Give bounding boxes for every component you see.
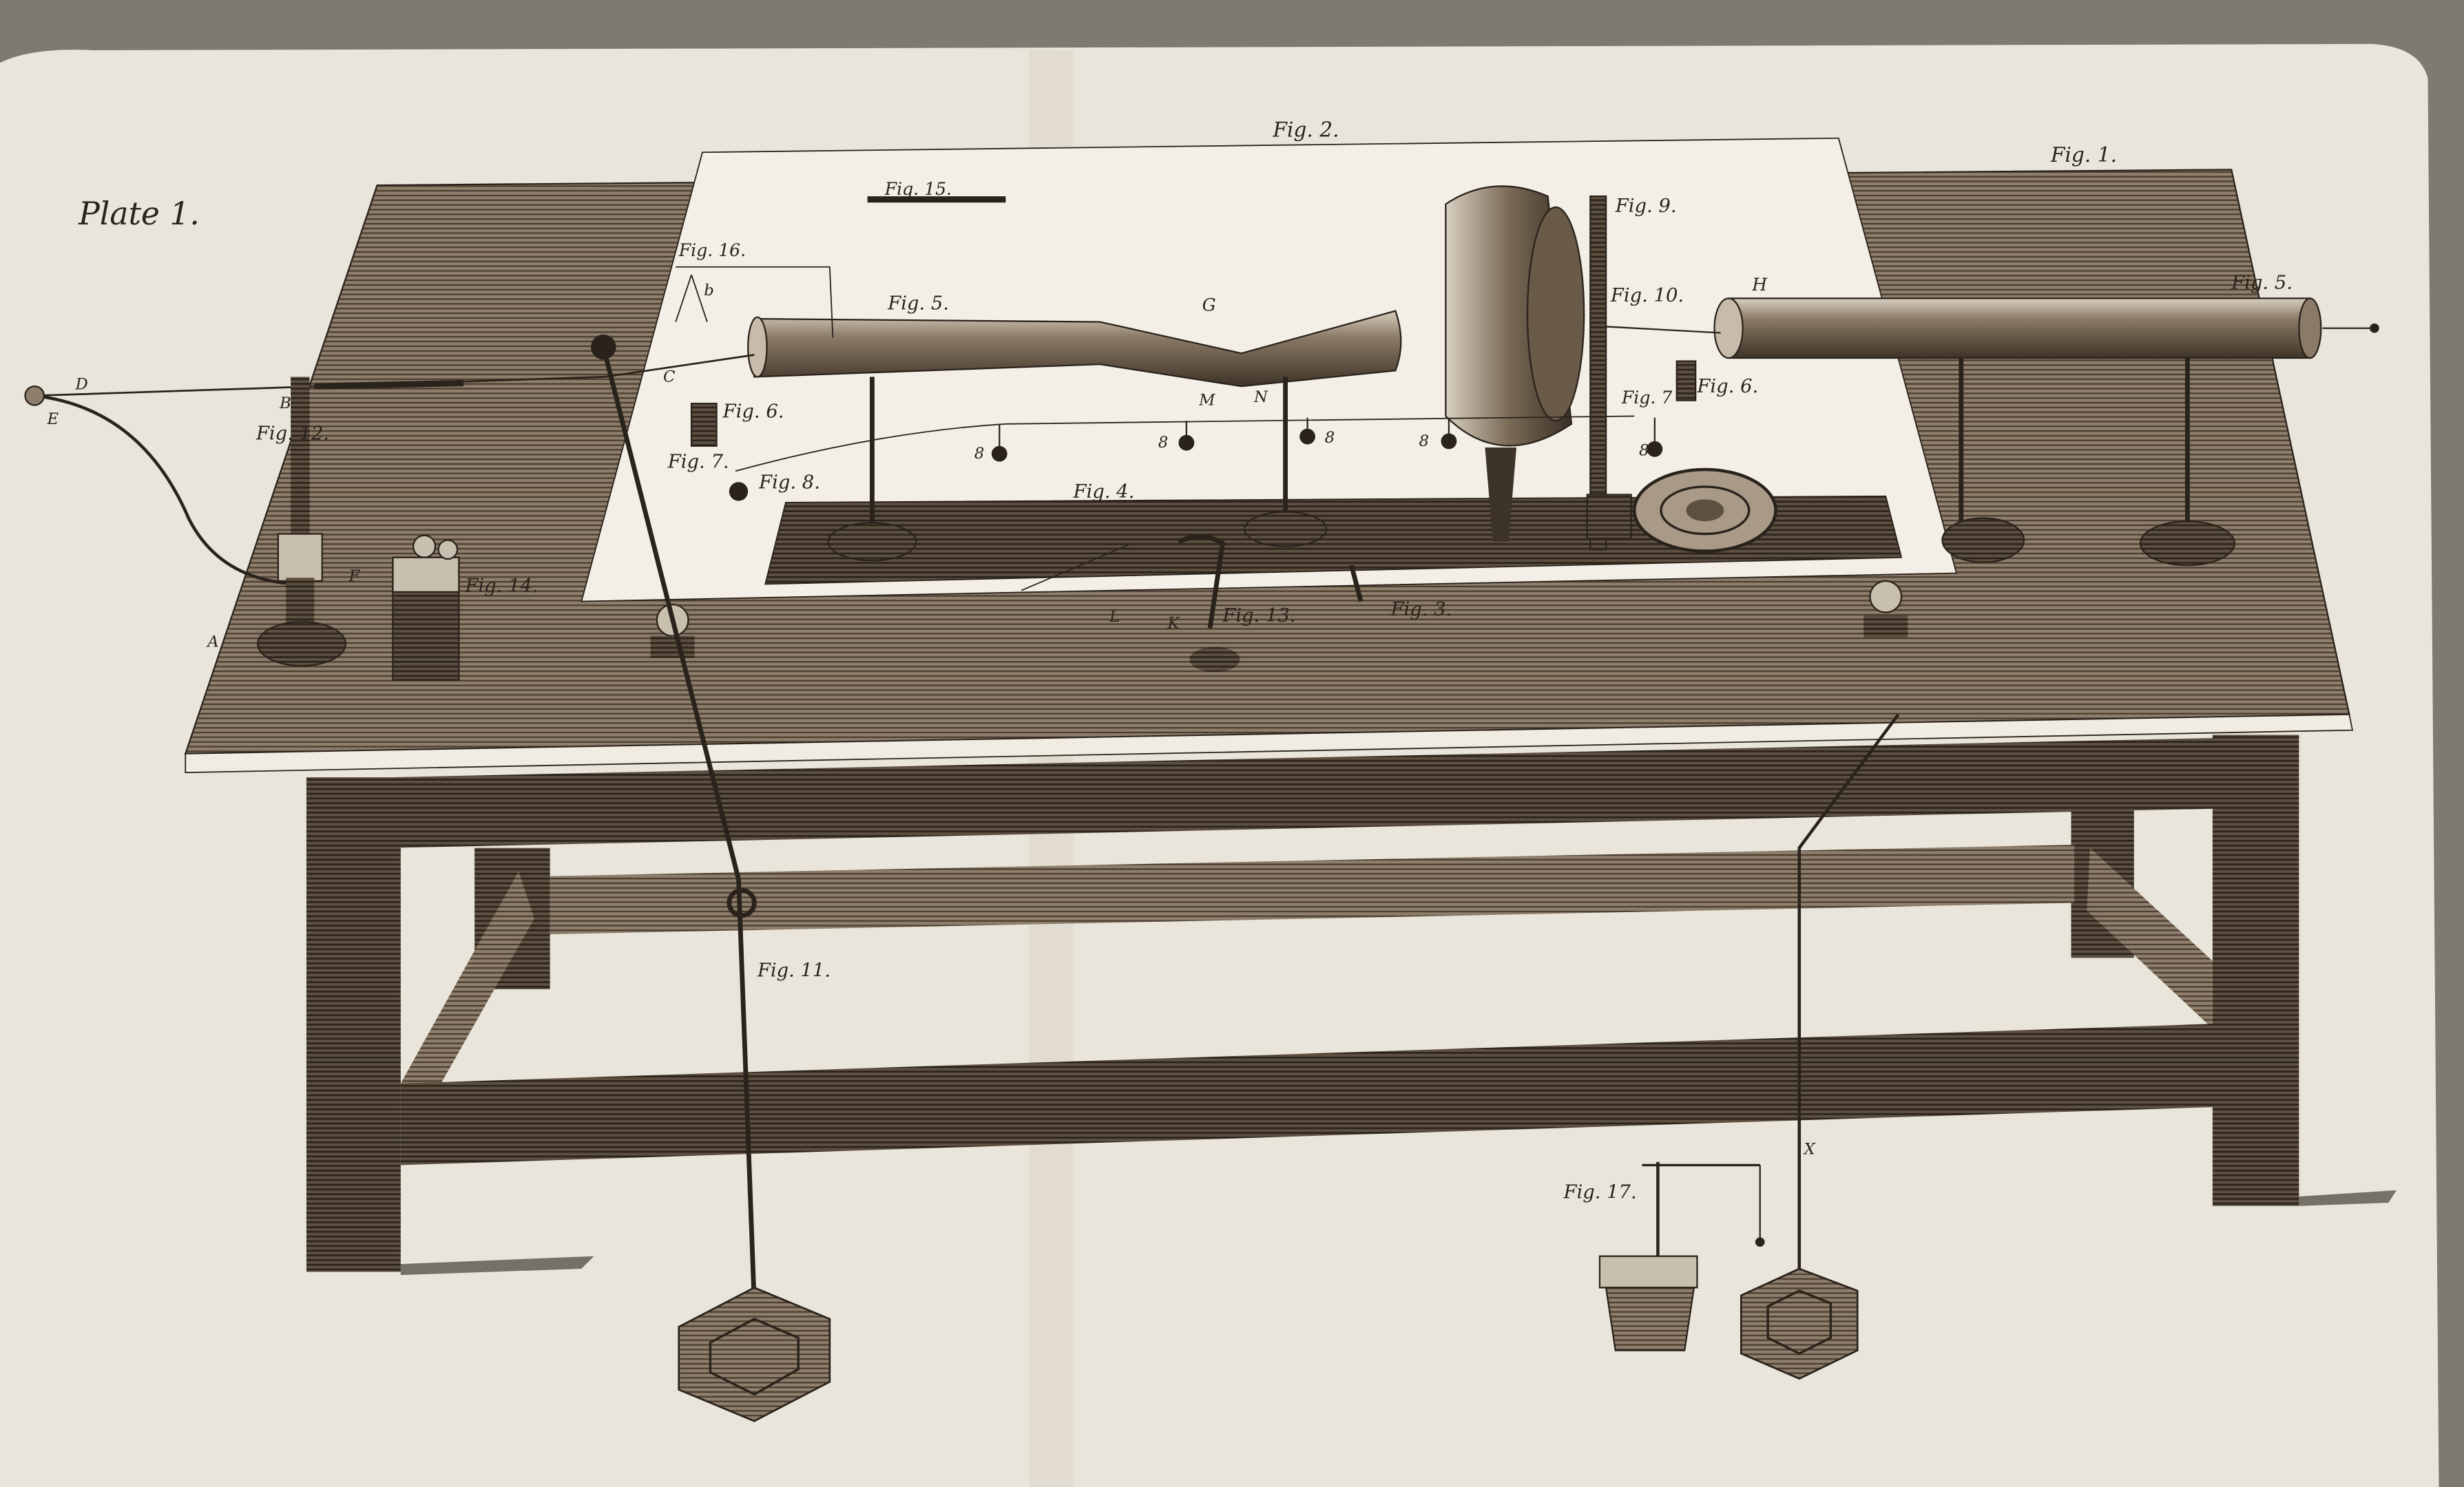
letter-b-lower: b <box>704 282 714 299</box>
letter-b-upper: B <box>279 394 291 412</box>
prime-conductor-left <box>753 310 1402 388</box>
letter-m: M <box>1198 391 1215 409</box>
letter-e: E <box>46 410 59 428</box>
table-stretcher-back <box>550 845 2075 935</box>
letter-f: F <box>348 567 361 585</box>
hexagon-base-right <box>1740 1267 1859 1380</box>
weight-label-1: 8 <box>974 445 985 463</box>
letter-g: G <box>1202 295 1216 315</box>
table-stretcher-left <box>400 871 534 1099</box>
fig6-left-label: Fig. 6. <box>722 401 784 423</box>
fig4-label: Fig. 4. <box>1073 481 1135 503</box>
fig7-left-label: Fig. 7. <box>667 452 729 473</box>
table-shadow-right <box>2299 1190 2397 1206</box>
table-leg-front-left <box>306 777 401 1272</box>
fig1-label: Fig. 1. <box>2050 143 2117 167</box>
fig13-label: Fig. 13. <box>1222 605 1295 626</box>
plate-title: Plate 1. <box>78 196 200 232</box>
letter-a: A <box>206 633 218 651</box>
prime-conductor-right <box>1727 297 2311 359</box>
letter-x: X <box>1803 1140 1816 1158</box>
letter-l: L <box>1109 608 1120 626</box>
fig17-label: Fig. 17. <box>1563 1181 1636 1203</box>
table-apron <box>393 738 2216 848</box>
fig12-label: Fig. 12. <box>255 423 329 445</box>
fig5-right-label: Fig. 5. <box>2231 273 2293 294</box>
fig16-label: Fig. 16. <box>678 240 746 260</box>
fig6-right-label: Fig. 6. <box>1696 376 1758 397</box>
weight-label-3: 8 <box>1325 429 1335 447</box>
table-stretcher-front <box>400 1024 2216 1166</box>
weight-label-4: 8 <box>1419 432 1430 450</box>
fig10-label: Fig. 10. <box>1610 285 1684 306</box>
weight-label-2: 8 <box>1158 434 1169 452</box>
letter-n: N <box>1253 388 1268 406</box>
table-edge <box>185 713 2354 774</box>
fig5-left-label: Fig. 5. <box>887 293 949 314</box>
fig9-label: Fig. 9. <box>1615 196 1677 217</box>
fig3-label: Fig. 3. <box>1390 599 1452 620</box>
table-shadow-left <box>400 1256 594 1276</box>
letter-h: H <box>1751 275 1768 295</box>
fig2-label: Fig. 2. <box>1272 117 1339 141</box>
fig8-label: Fig. 8. <box>758 472 820 493</box>
fig14-label: Fig. 14. <box>464 576 538 597</box>
weight-label-5: 8 <box>1639 441 1649 459</box>
letter-c: C <box>663 368 676 386</box>
hexagon-base-left <box>678 1286 831 1422</box>
fig15-label: Fig. 15. <box>884 179 952 199</box>
letter-k: K <box>1167 614 1180 632</box>
letter-d: D <box>75 376 88 394</box>
fig11-label: Fig. 11. <box>757 960 831 982</box>
table-leg-front-right <box>2212 735 2299 1206</box>
fig7-right-label: Fig. 7 <box>1621 388 1672 408</box>
table-stretcher-right <box>2087 847 2213 1029</box>
